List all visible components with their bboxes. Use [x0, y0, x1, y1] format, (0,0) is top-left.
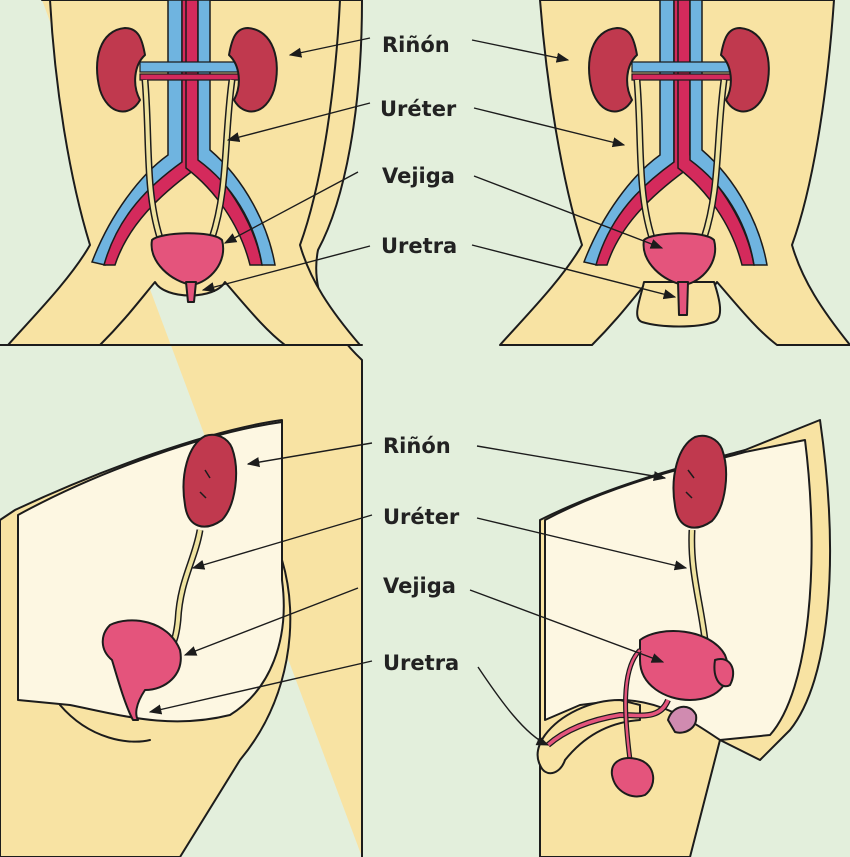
label-ureter-top: Uréter — [380, 97, 457, 121]
label-uretra-bottom: Uretra — [383, 651, 459, 675]
label-rinon-bottom: Riñón — [383, 434, 451, 458]
arrow-rinon-bottom-right — [477, 446, 665, 478]
label-rinon-top: Riñón — [382, 33, 450, 57]
label-ureter-bottom: Uréter — [383, 505, 460, 529]
female-side-kidney — [184, 435, 237, 527]
male-side-kidney — [674, 436, 727, 528]
urethra — [186, 282, 196, 302]
arrow-uretra-bottom-right — [478, 667, 548, 745]
female-side-view — [0, 420, 290, 857]
label-uretra-top: Uretra — [381, 234, 457, 258]
label-vejiga-bottom: Vejiga — [383, 574, 456, 598]
male-side-view — [538, 420, 830, 857]
male-front-view — [500, 0, 850, 345]
label-vejiga-top: Vejiga — [382, 164, 455, 188]
